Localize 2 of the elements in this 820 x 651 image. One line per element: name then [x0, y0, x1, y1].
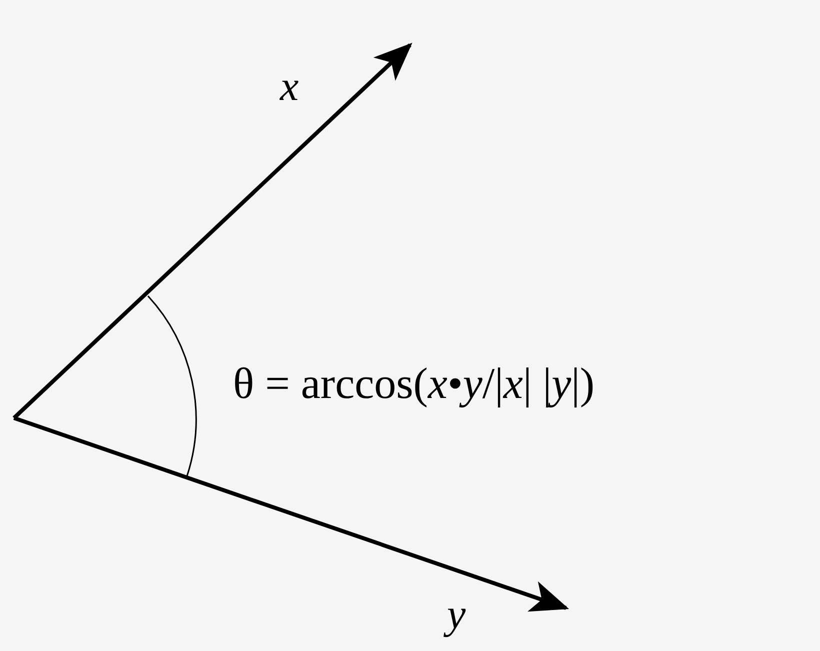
- vector-label: x: [280, 66, 299, 108]
- angle-formula: θ = arccos(x•y/|x| |y|): [233, 362, 595, 406]
